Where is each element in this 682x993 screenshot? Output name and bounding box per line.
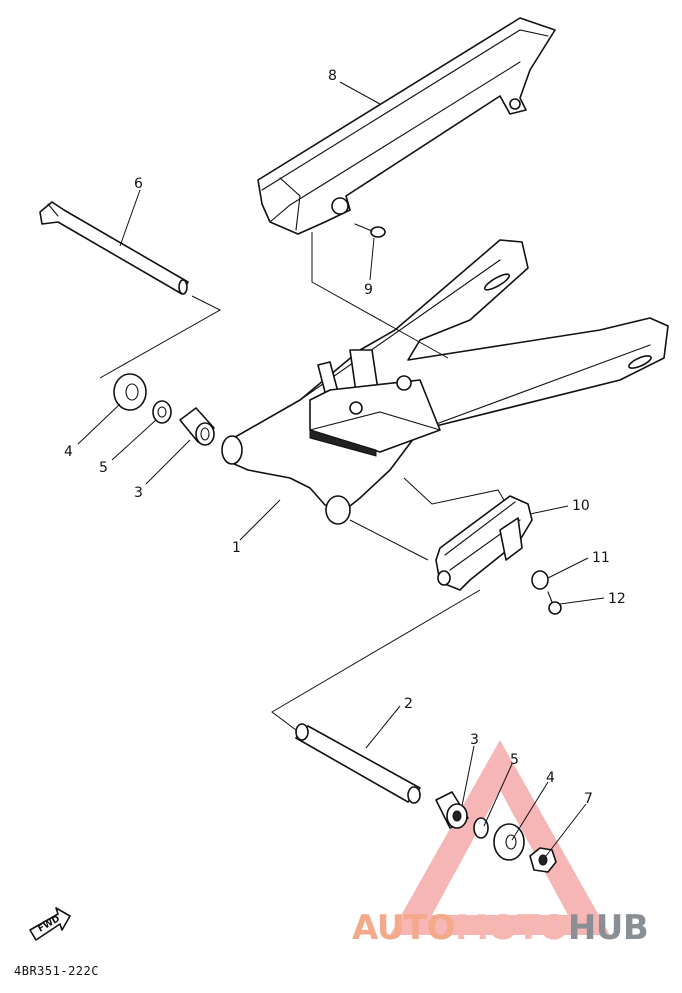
callout-4-lower: 4 xyxy=(546,770,555,786)
bolt-9 xyxy=(354,223,386,238)
callout-2: 2 xyxy=(404,696,413,712)
bearing-3-bottom xyxy=(435,791,469,829)
callout-4: 4 xyxy=(64,444,73,460)
callout-6: 6 xyxy=(134,176,143,192)
watermark-moto: MOTO xyxy=(454,908,568,948)
bushing-4-bottom xyxy=(493,823,525,861)
figure-code: 4BR351-222C xyxy=(14,964,99,978)
callout-10: 10 xyxy=(572,498,590,514)
swingarm xyxy=(221,239,669,525)
callout-11: 11 xyxy=(592,550,610,566)
fwd-arrow-icon: FWD xyxy=(29,907,71,941)
callout-12: 12 xyxy=(608,591,626,607)
bearing-3-top xyxy=(179,407,215,446)
watermark-hub: HUB xyxy=(567,908,649,948)
washer-5-top xyxy=(152,400,172,424)
watermark-logo: AUTOMOTOHUB xyxy=(352,908,649,948)
callout-5: 5 xyxy=(99,460,108,476)
callout-9: 9 xyxy=(364,282,373,298)
screw-12 xyxy=(547,591,562,615)
callout-labels: 8 6 9 4 5 3 1 10 11 12 2 3 5 4 7 xyxy=(64,68,626,807)
washer-5-bottom xyxy=(473,817,489,839)
callout-leaders xyxy=(77,81,605,857)
callout-3-lower: 3 xyxy=(470,732,479,748)
callout-5-lower: 5 xyxy=(510,752,519,768)
callout-1: 1 xyxy=(232,540,241,556)
assembly-guide-lines xyxy=(99,232,505,731)
pivot-shaft xyxy=(39,201,189,295)
callout-7: 7 xyxy=(584,791,593,807)
watermark-auto: AUTO xyxy=(352,908,455,948)
bushing-4-top xyxy=(113,373,147,411)
nut-7 xyxy=(529,847,557,873)
chain-guard xyxy=(257,17,556,235)
callout-8: 8 xyxy=(328,68,337,84)
callout-3: 3 xyxy=(134,485,143,501)
chain-slider xyxy=(435,495,533,591)
lower-shaft xyxy=(295,723,421,804)
nut-11 xyxy=(531,570,549,590)
